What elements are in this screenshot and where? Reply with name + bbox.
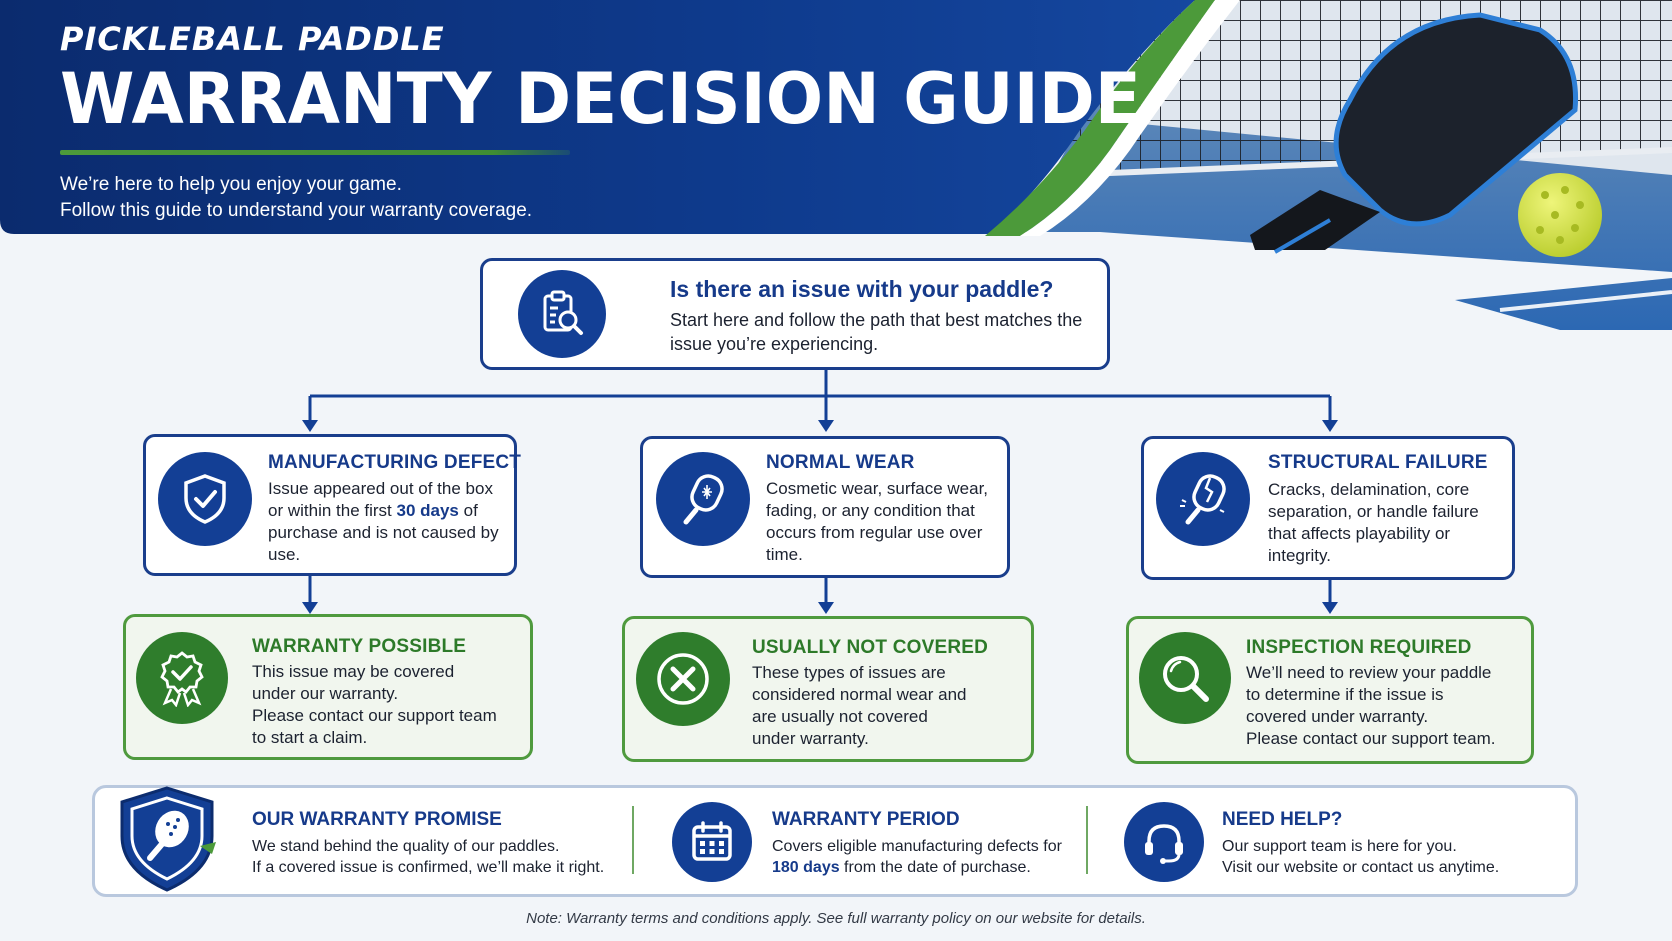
award-badge-icon [136, 632, 228, 724]
intro-line-2: Follow this guide to understand your war… [60, 200, 533, 221]
header-intro: We’re here to help you enjoy your game. … [60, 172, 532, 224]
header-eyebrow: PICKLEBALL PADDLE [60, 20, 445, 58]
start-text: Start here and follow the path that best… [670, 310, 1083, 354]
magnifier-icon [1139, 632, 1231, 724]
pickleball-illustration [1518, 173, 1602, 257]
calendar-icon [672, 802, 752, 882]
clipboard-search-icon [518, 270, 606, 358]
headset-icon [1124, 802, 1204, 882]
period-title: WARRANTY PERIOD [772, 809, 960, 830]
worn-paddle-icon [656, 452, 750, 546]
header-artwork [0, 0, 1672, 330]
paddle-illustration [1250, 12, 1579, 254]
category-title: STRUCTURAL FAILURE [1268, 452, 1488, 473]
category-title: NORMAL WEAR [766, 452, 915, 473]
period-text: Covers eligible manufacturing defects fo… [772, 838, 1062, 876]
band-divider [1086, 806, 1088, 874]
page-title: WARRANTY DECISION GUIDE [60, 58, 1141, 140]
period-highlight: 180 days [772, 859, 840, 876]
outcome-title: USUALLY NOT COVERED [752, 637, 989, 658]
help-title: NEED HELP? [1222, 809, 1343, 830]
cracked-paddle-icon [1156, 452, 1250, 546]
days-highlight: 30 days [396, 501, 459, 520]
band-divider [632, 806, 634, 874]
help-text: Our support team is here for you.Visit o… [1222, 838, 1500, 876]
shield-paddle-icon [112, 784, 222, 894]
promise-title: OUR WARRANTY PROMISE [252, 809, 502, 830]
outcome-title: WARRANTY POSSIBLE [252, 636, 467, 657]
start-title: Is there an issue with your paddle? [670, 276, 1054, 302]
category-title: MANUFACTURING DEFECT [268, 452, 522, 473]
title-underline [60, 150, 570, 155]
outcome-title: INSPECTION REQUIRED [1246, 637, 1472, 658]
category-text: Issue appeared out of the box or within … [268, 479, 499, 564]
shield-check-icon [158, 452, 252, 546]
footnote: Note: Warranty terms and conditions appl… [526, 910, 1146, 927]
category-text: Cosmetic wear, surface wear, fading, or … [766, 479, 989, 564]
warranty-info-band [92, 785, 1578, 897]
intro-line-1: We’re here to help you enjoy your game. [60, 174, 402, 195]
category-text: Cracks, delamination, core separation, o… [1268, 480, 1479, 565]
promise-text: We stand behind the quality of our paddl… [252, 838, 605, 876]
x-circle-icon [636, 632, 730, 726]
header-banner: PICKLEBALL PADDLE WARRANTY DECISION GUID… [0, 0, 1672, 330]
